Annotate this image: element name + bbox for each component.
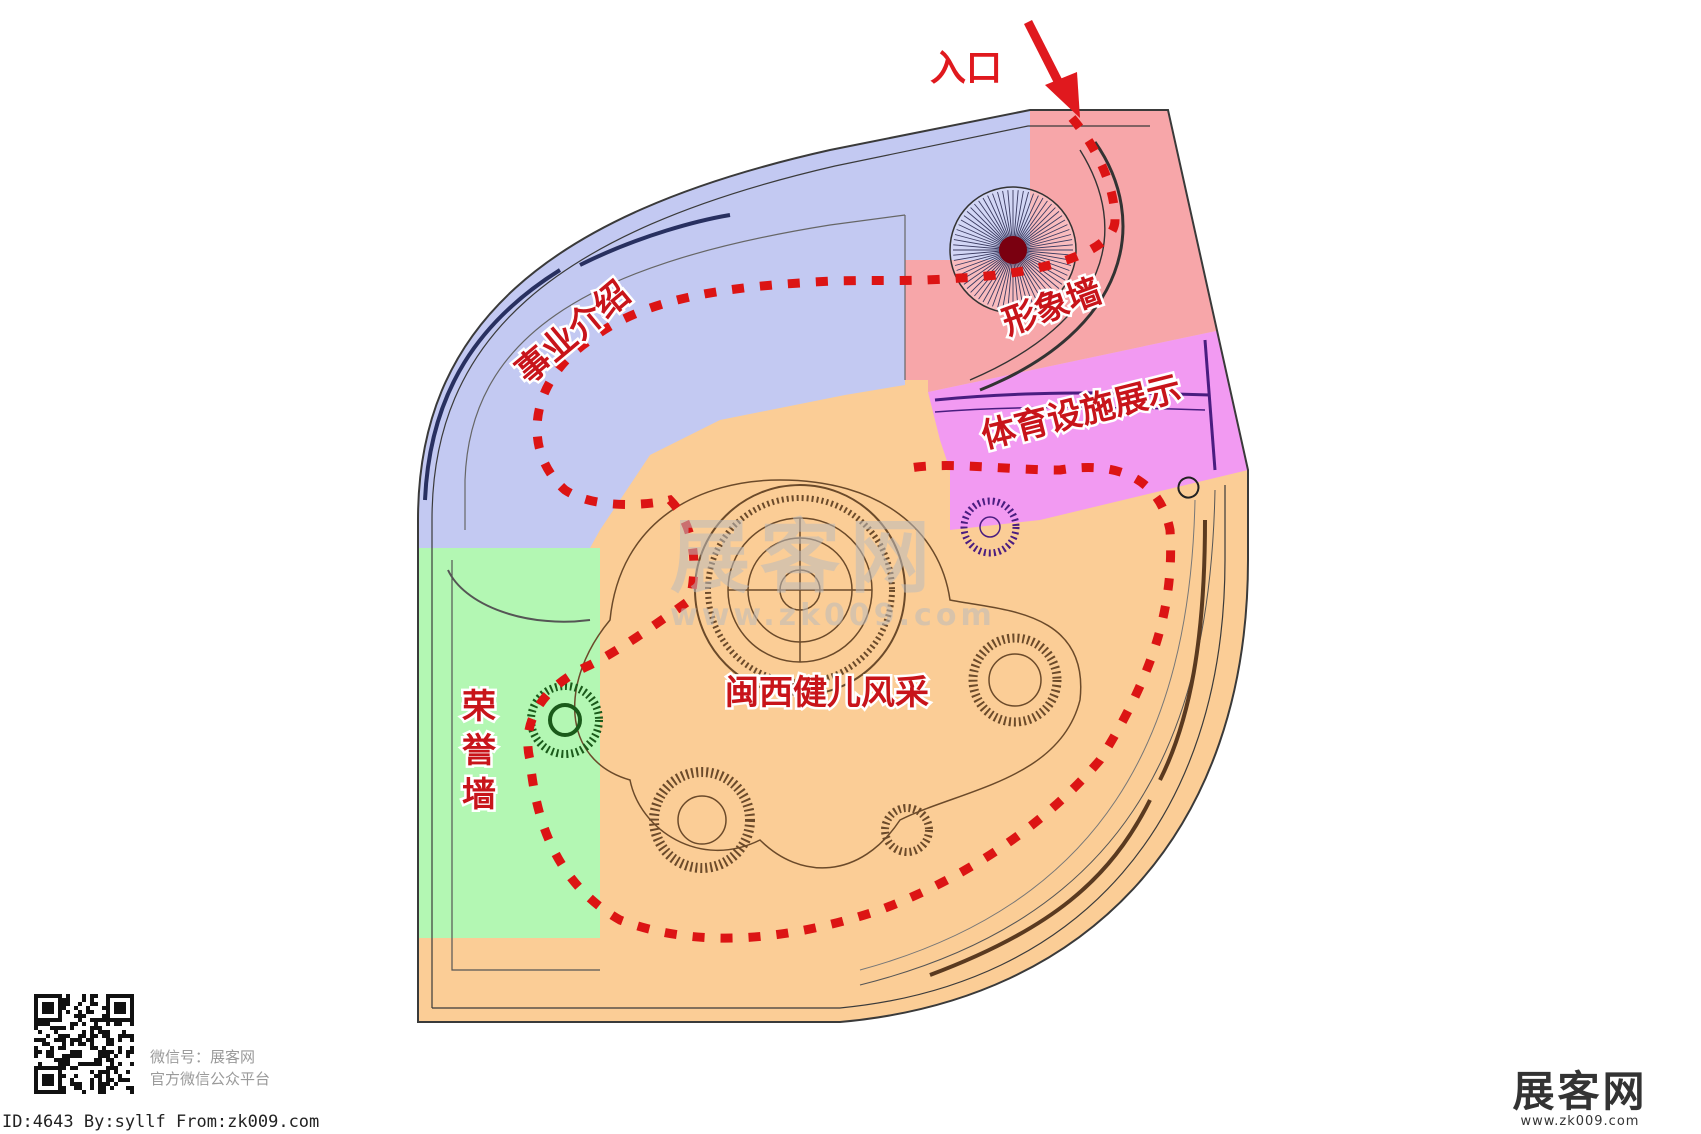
wechat-sub: 官方微信公众平台 [150,1070,271,1088]
main-hall-layout [527,479,1082,873]
entrance-arrow-icon [1045,72,1080,118]
zone-fills [418,110,1248,1022]
wechat-info: 微信号：展客网 官方微信公众平台 [150,1046,270,1090]
display-pod-small [881,804,933,856]
display-pod-left [649,767,755,873]
zone-image-wall-fill [905,110,1230,392]
rotunda-outer [694,484,906,696]
wall-display-strips [423,213,1207,977]
watermark: 展客网 www.zk009.com [670,511,996,633]
entrance-marker: 入口 [930,19,1080,118]
floor-outline [417,109,1249,1023]
honor-char-1: 荣 [462,687,496,727]
watermark-name: 展客网 [670,511,940,604]
sports-pod [960,497,1020,557]
zone-label-main: 闽西健儿风采 [725,673,929,713]
qr-code [34,994,134,1094]
zone-label-honor: 荣 誉 墙 [460,685,500,818]
display-pod-large [968,633,1062,727]
honor-char-2: 誉 [462,731,497,771]
visitor-route [523,115,1176,943]
sunburst-installation [949,186,1077,314]
footer-id: ID:4643 By:syllf From:zk009.com [2,1112,320,1132]
brand-logo: 展客网 www.zk009.com [1470,1070,1690,1134]
wechat-id: 微信号：展客网 [150,1048,256,1066]
brand-url: www.zk009.com [1520,1114,1640,1129]
entrance-label: 入口 [930,48,1002,89]
honor-char-3: 墙 [462,775,496,815]
brand-name: 展客网 [1512,1067,1648,1116]
watermark-url: www.zk009.com [670,598,996,633]
